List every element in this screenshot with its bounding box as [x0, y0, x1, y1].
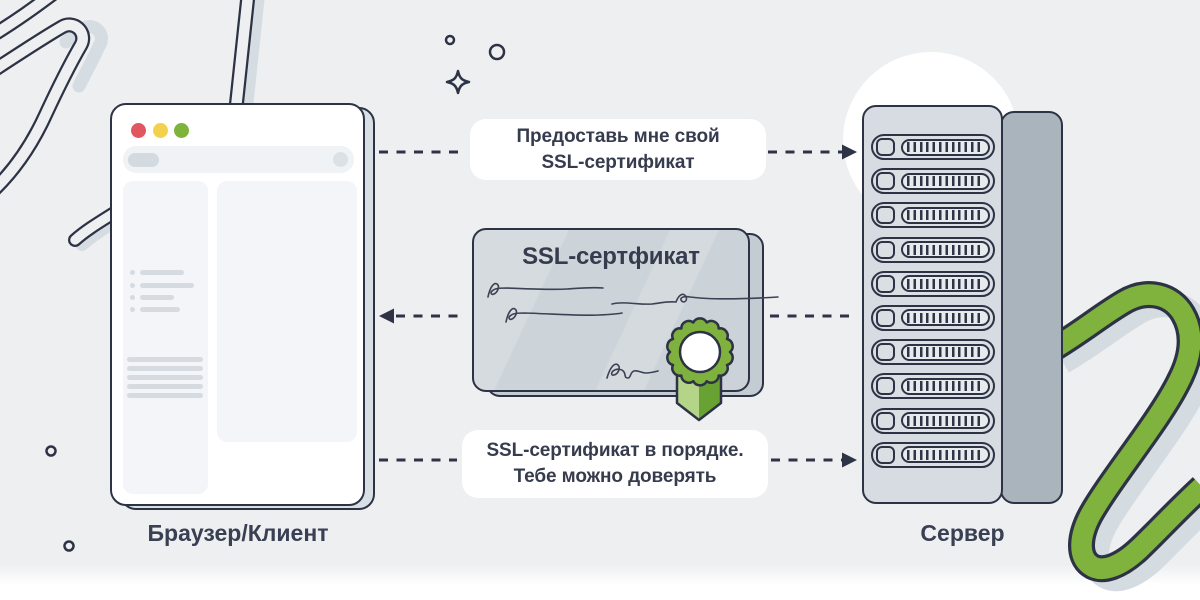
- drive-button-icon: [876, 411, 895, 430]
- vent-icon: [901, 206, 990, 224]
- browser-window: [110, 103, 365, 506]
- message-certificate-ok: SSL-сертификат в порядке. Тебе можно дов…: [462, 430, 768, 498]
- sparkle-icon: [445, 69, 471, 95]
- decor-dots: [45, 34, 506, 552]
- server-slot: [870, 270, 995, 297]
- browser-sidebar: [123, 181, 208, 494]
- server-slot: [870, 168, 995, 195]
- rosette-seal: [666, 317, 734, 422]
- vent-icon: [901, 412, 990, 429]
- browser-label: Браузер/Клиент: [147, 520, 329, 546]
- sidebar-text-line: [127, 357, 203, 362]
- traffic-light-red-icon[interactable]: [131, 123, 146, 138]
- vent-icon: [901, 172, 990, 190]
- server-slots: [870, 134, 995, 468]
- vent-icon: [901, 309, 990, 327]
- drive-button-icon: [876, 274, 895, 293]
- drive-button-icon: [876, 377, 895, 396]
- vent-icon: [901, 241, 990, 259]
- browser-content-panel: [217, 181, 357, 442]
- dashed-connectors: [379, 150, 856, 462]
- vent-icon: [901, 138, 990, 156]
- server-slot: [870, 236, 995, 263]
- green-cable: [1041, 281, 1200, 592]
- sidebar-item: [130, 283, 194, 288]
- drive-button-icon: [876, 172, 895, 191]
- sidebar-text-line: [127, 393, 203, 398]
- vent-icon: [901, 377, 990, 395]
- message-request-certificate: Предоставь мне свой SSL-сертификат: [470, 119, 766, 180]
- arrowheads: [379, 144, 857, 468]
- drive-button-icon: [876, 138, 895, 156]
- sidebar-item: [130, 270, 184, 275]
- vent-icon: [901, 275, 990, 293]
- server-slot: [870, 441, 995, 468]
- drive-button-icon: [876, 308, 895, 327]
- traffic-light-yellow-icon[interactable]: [153, 123, 168, 138]
- traffic-light-green-icon[interactable]: [174, 123, 189, 138]
- drive-button-icon: [876, 206, 895, 225]
- certificate-signatures: [487, 282, 779, 379]
- corner-cable-knot: [0, 0, 108, 195]
- server-slot: [870, 373, 995, 400]
- server-slot: [870, 407, 995, 434]
- server-slot: [870, 304, 995, 331]
- server-slot: [870, 134, 995, 160]
- sidebar-text-line: [127, 366, 203, 371]
- drive-button-icon: [876, 343, 895, 362]
- address-bar-pill: [128, 152, 159, 167]
- sidebar-text-line: [127, 375, 203, 380]
- server-tower: [862, 105, 1003, 504]
- sidebar-item: [130, 307, 180, 312]
- server-slot: [870, 202, 995, 229]
- address-bar-circle: [333, 152, 348, 167]
- sidebar-item: [130, 295, 174, 300]
- top-cable: [228, 0, 265, 113]
- server-side-face: [1000, 111, 1063, 504]
- drive-button-icon: [876, 445, 895, 464]
- vent-icon: [901, 343, 990, 361]
- server-slot: [870, 339, 995, 366]
- vent-icon: [901, 446, 990, 464]
- server-label: Сервер: [920, 520, 1005, 546]
- address-bar[interactable]: [123, 146, 354, 173]
- sidebar-text-line: [127, 384, 203, 389]
- certificate-title: SSL-сертфикат: [522, 243, 700, 270]
- drive-button-icon: [876, 240, 895, 259]
